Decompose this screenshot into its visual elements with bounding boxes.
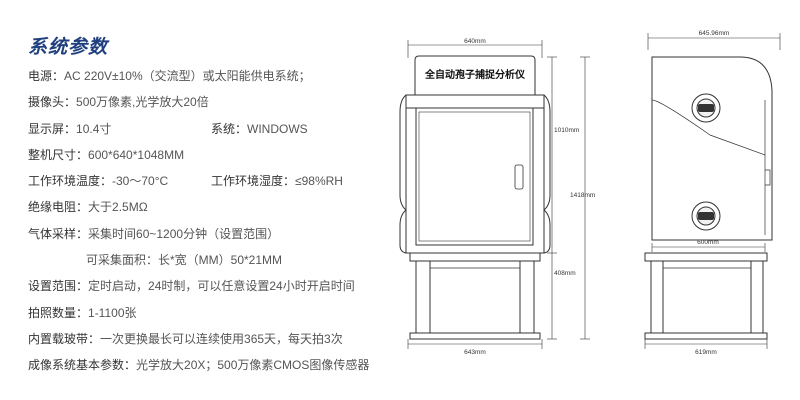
- spec-label: 电源：: [28, 69, 65, 83]
- dim-side-top-width: 645.96mm: [699, 30, 730, 37]
- dim-front-top-width: 640mm: [464, 38, 486, 45]
- spec-label: 工作环境湿度：: [211, 174, 296, 189]
- dim-side-bottom-width: 619mm: [695, 349, 717, 356]
- front-view-drawing: [399, 40, 590, 349]
- spec-label: 工作环境温度：: [28, 174, 113, 189]
- spec-label: 显示屏：: [28, 121, 77, 136]
- spec-value: 一次更换最长可以连续使用365天，每天拍3次: [100, 331, 343, 346]
- dim-leg-height: 408mm: [554, 270, 576, 277]
- section-title: 系统参数: [28, 37, 109, 58]
- spec-value: WINDOWS: [247, 121, 308, 136]
- spec-value: AC 220V±10%（交流型）或太阳能供电系统；: [64, 69, 311, 83]
- spec-label: 内置载玻带：: [28, 331, 101, 346]
- side-view-drawing: [644, 33, 781, 349]
- spec-value: 光学放大20X；500万像素CMOS图像传感器: [136, 358, 370, 373]
- spec-setting-range: 设置范围：定时启动，24时制，可以任意设置24小时开启时间: [28, 277, 418, 303]
- spec-value: 采集时间60~1200分钟（设置范围）: [88, 226, 280, 241]
- spec-label: 成像系统基本参数：: [28, 358, 137, 373]
- spec-power: 电源：AC 220V±10%（交流型）或太阳能供电系统；: [28, 67, 418, 93]
- dim-front-bottom-width: 643mm: [464, 349, 486, 356]
- spec-value: 500万像素,光学放大20倍: [76, 95, 209, 110]
- spec-sampling-area: 可采集面积：长*宽（MM）50*21MM: [28, 251, 418, 277]
- spec-camera: 摄像头：500万像素,光学放大20倍: [28, 93, 418, 119]
- spec-value: 大于2.5MΩ: [88, 200, 148, 215]
- spec-label: 系统：: [211, 121, 248, 136]
- spec-value: 可采集面积：长*宽（MM）50*21MM: [86, 253, 283, 268]
- panel-title: 全自动孢子捕捉分析仪: [424, 68, 526, 81]
- spec-value: -30〜70°C: [112, 174, 169, 189]
- spec-label: 绝缘电阻：: [28, 200, 89, 215]
- dim-total-height: 1418mm: [570, 192, 595, 199]
- spec-photo-count: 拍照数量：1-1100张: [28, 304, 418, 330]
- spec-label: 整机尺寸：: [28, 147, 89, 162]
- spec-value: 1-1100张: [88, 305, 137, 320]
- spec-value: 10.4寸: [76, 121, 112, 136]
- spec-list: 电源：AC 220V±10%（交流型）或太阳能供电系统； 摄像头：500万像素,…: [28, 67, 418, 383]
- spec-value: 定时启动，24时制，可以任意设置24小时开启时间: [88, 279, 355, 294]
- spec-imaging: 成像系统基本参数：光学放大20X；500万像素CMOS图像传感器: [28, 356, 418, 382]
- dim-side-base-width: 600mm: [697, 239, 719, 246]
- spec-insulation: 绝缘电阻：大于2.5MΩ: [28, 198, 418, 224]
- spec-gas-sampling: 气体采样：采集时间60~1200分钟（设置范围）: [28, 225, 418, 251]
- spec-label: 拍照数量：: [28, 305, 89, 320]
- spec-slide: 内置载玻带：一次更换最长可以连续使用365天，每天拍3次: [28, 330, 418, 356]
- spec-size: 整机尺寸：600*640*1048MM: [28, 146, 418, 172]
- spec-label: 摄像头：: [28, 95, 77, 110]
- spec-system: 系统：WINDOWS: [211, 120, 308, 137]
- spec-humidity: 工作环境湿度：≤98%RH: [211, 172, 343, 189]
- spec-label: 设置范围：: [28, 279, 89, 294]
- spec-value: 600*640*1048MM: [88, 147, 185, 162]
- spec-label: 气体采样：: [28, 226, 89, 241]
- dim-cabinet-height: 1010mm: [554, 127, 579, 134]
- spec-temp: 工作环境温度：-30〜70°C 工作环境湿度：≤98%RH: [28, 172, 418, 198]
- spec-value: ≤98%RH: [295, 174, 343, 189]
- spec-screen: 显示屏：10.4寸 系统：WINDOWS: [28, 120, 418, 146]
